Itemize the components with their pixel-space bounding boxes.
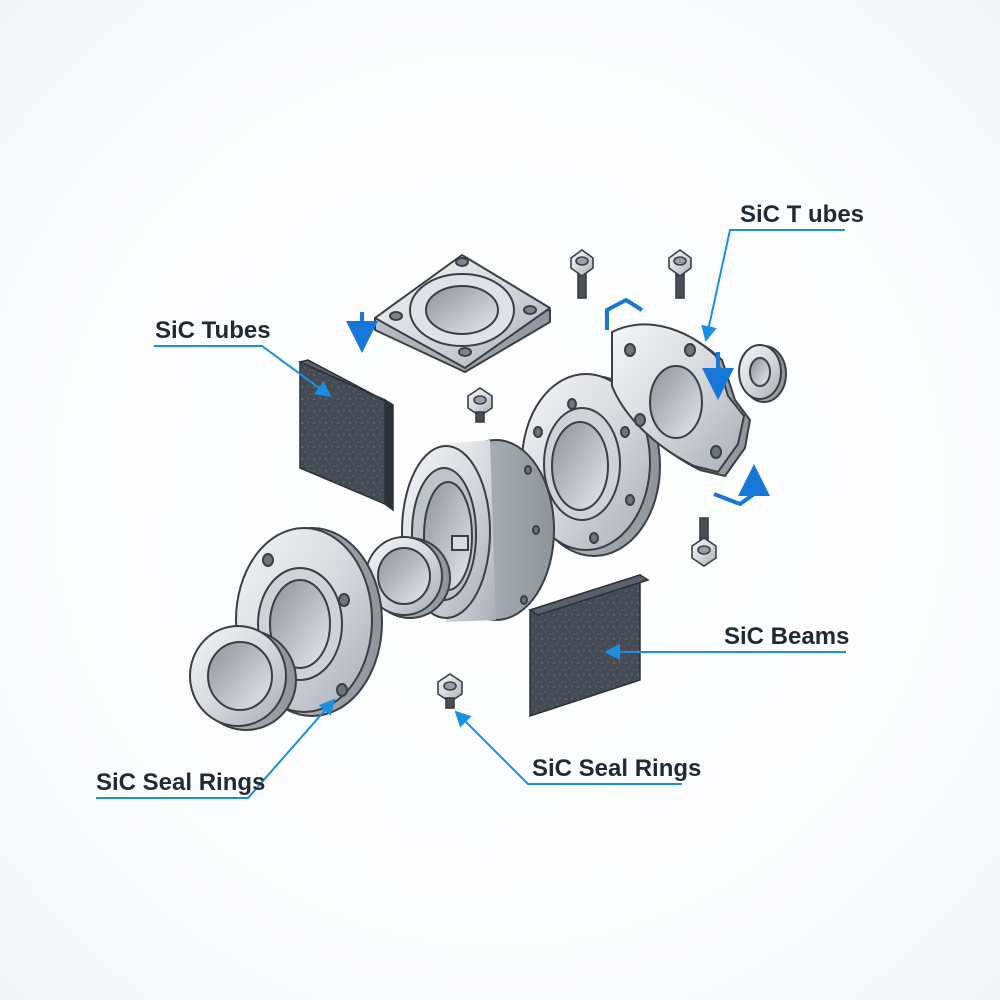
- label-sic-seal-rings-left: SiC Seal Rings: [96, 769, 265, 796]
- seal-ring-front: [189, 625, 297, 731]
- hub-housing: [401, 439, 555, 622]
- bolt-bottom: [437, 673, 463, 709]
- round-flange-right: [521, 373, 661, 557]
- seal-ring-small: [365, 536, 451, 619]
- bolt-top-right: [668, 249, 692, 299]
- label-sic-seal-rings-center: SiC Seal Rings: [532, 755, 701, 782]
- square-flange: [374, 254, 551, 373]
- bolt-center: [467, 387, 493, 423]
- sic-plate-lower: [528, 573, 650, 718]
- sic-plate-upper: [297, 359, 394, 512]
- leader-line-icon: [96, 229, 846, 799]
- bolt-right-lower: [691, 517, 717, 567]
- washer-right: [738, 344, 787, 403]
- rotation-arrow-icon: [605, 298, 770, 506]
- direction-arrow-icon: [346, 312, 734, 400]
- label-sic-beams: SiC Beams: [724, 623, 849, 650]
- label-sic-tubes-left: SiC Tubes: [155, 317, 271, 344]
- label-sic-tubes-right: SiC T ubes: [740, 201, 864, 228]
- bolt-top-left: [570, 249, 594, 299]
